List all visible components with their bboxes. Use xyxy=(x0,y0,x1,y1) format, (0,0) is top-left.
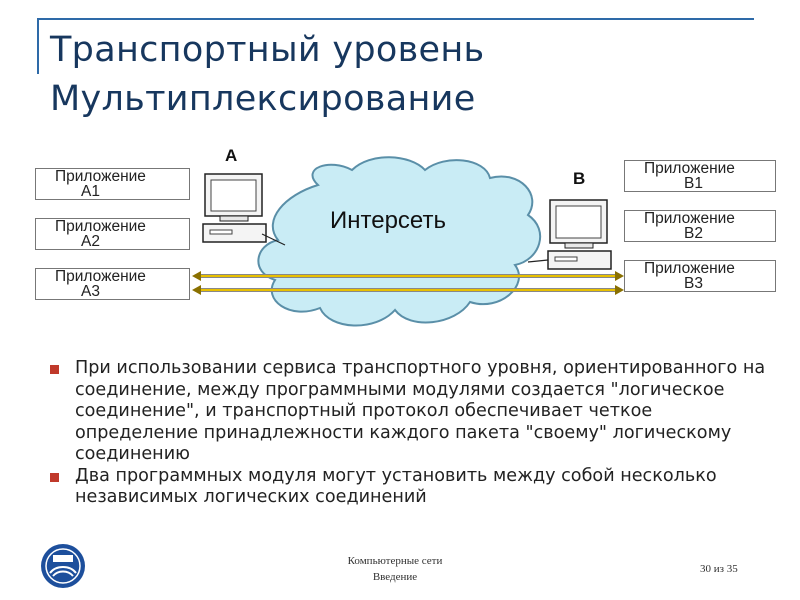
internet-cloud xyxy=(257,156,542,327)
node-b-label: B xyxy=(573,169,586,188)
footer-section: Введение xyxy=(372,571,418,583)
app-name: Приложение xyxy=(644,160,735,177)
bullet-item: При использовании сервиса транспортного … xyxy=(48,358,778,466)
app-box-b1: Приложение B1 xyxy=(624,160,776,192)
university-logo-icon xyxy=(41,544,85,588)
app-box-a2: Приложение A2 xyxy=(35,218,190,250)
top-rule xyxy=(37,18,754,20)
app-id: A2 xyxy=(81,233,100,250)
footer-page-number: 30 из 35 xyxy=(700,563,738,575)
app-name: Приложение xyxy=(644,260,735,277)
app-name: Приложение xyxy=(55,168,146,185)
link-a-cloud xyxy=(261,233,286,246)
app-name: Приложение xyxy=(644,210,735,227)
computer-a-icon xyxy=(202,173,267,243)
app-id: B3 xyxy=(684,275,703,292)
app-box-b3: Приложение B3 xyxy=(624,260,776,292)
computer-b-icon xyxy=(547,199,612,270)
logical-connection-1 xyxy=(192,271,624,281)
node-a-label: A xyxy=(225,146,238,165)
logical-connection-2 xyxy=(192,285,624,295)
bullet-text: При использовании сервиса транспортного … xyxy=(75,358,766,464)
multiplexing-diagram: Интерсеть A B Приложение A1 Приложение A… xyxy=(0,140,800,350)
app-box-a1: Приложение A1 xyxy=(35,168,190,200)
bullet-text: Два программных модуля могут установить … xyxy=(75,465,717,508)
slide-title-line-1: Транспортный уровень xyxy=(50,30,485,70)
bullet-item: Два программных модуля могут установить … xyxy=(48,466,778,509)
bullet-square-icon xyxy=(50,365,59,374)
app-id: B2 xyxy=(684,225,703,242)
app-box-a3: Приложение A3 xyxy=(35,268,190,300)
bullet-list: При использовании сервиса транспортного … xyxy=(48,358,778,509)
left-rule xyxy=(37,18,39,74)
app-id: B1 xyxy=(684,175,703,192)
link-b-cloud xyxy=(527,259,549,263)
app-name: Приложение xyxy=(55,218,146,235)
slide-title-line-2: Мультиплексирование xyxy=(50,79,476,119)
footer-course: Компьютерные сети xyxy=(347,555,443,567)
app-box-b2: Приложение B2 xyxy=(624,210,776,242)
app-id: A3 xyxy=(81,283,100,300)
diagram-canvas: Интерсеть xyxy=(192,156,624,327)
app-name: Приложение xyxy=(55,268,146,285)
app-id: A1 xyxy=(81,183,100,200)
bullet-square-icon xyxy=(50,472,59,482)
cloud-label: Интерсеть xyxy=(330,207,446,234)
